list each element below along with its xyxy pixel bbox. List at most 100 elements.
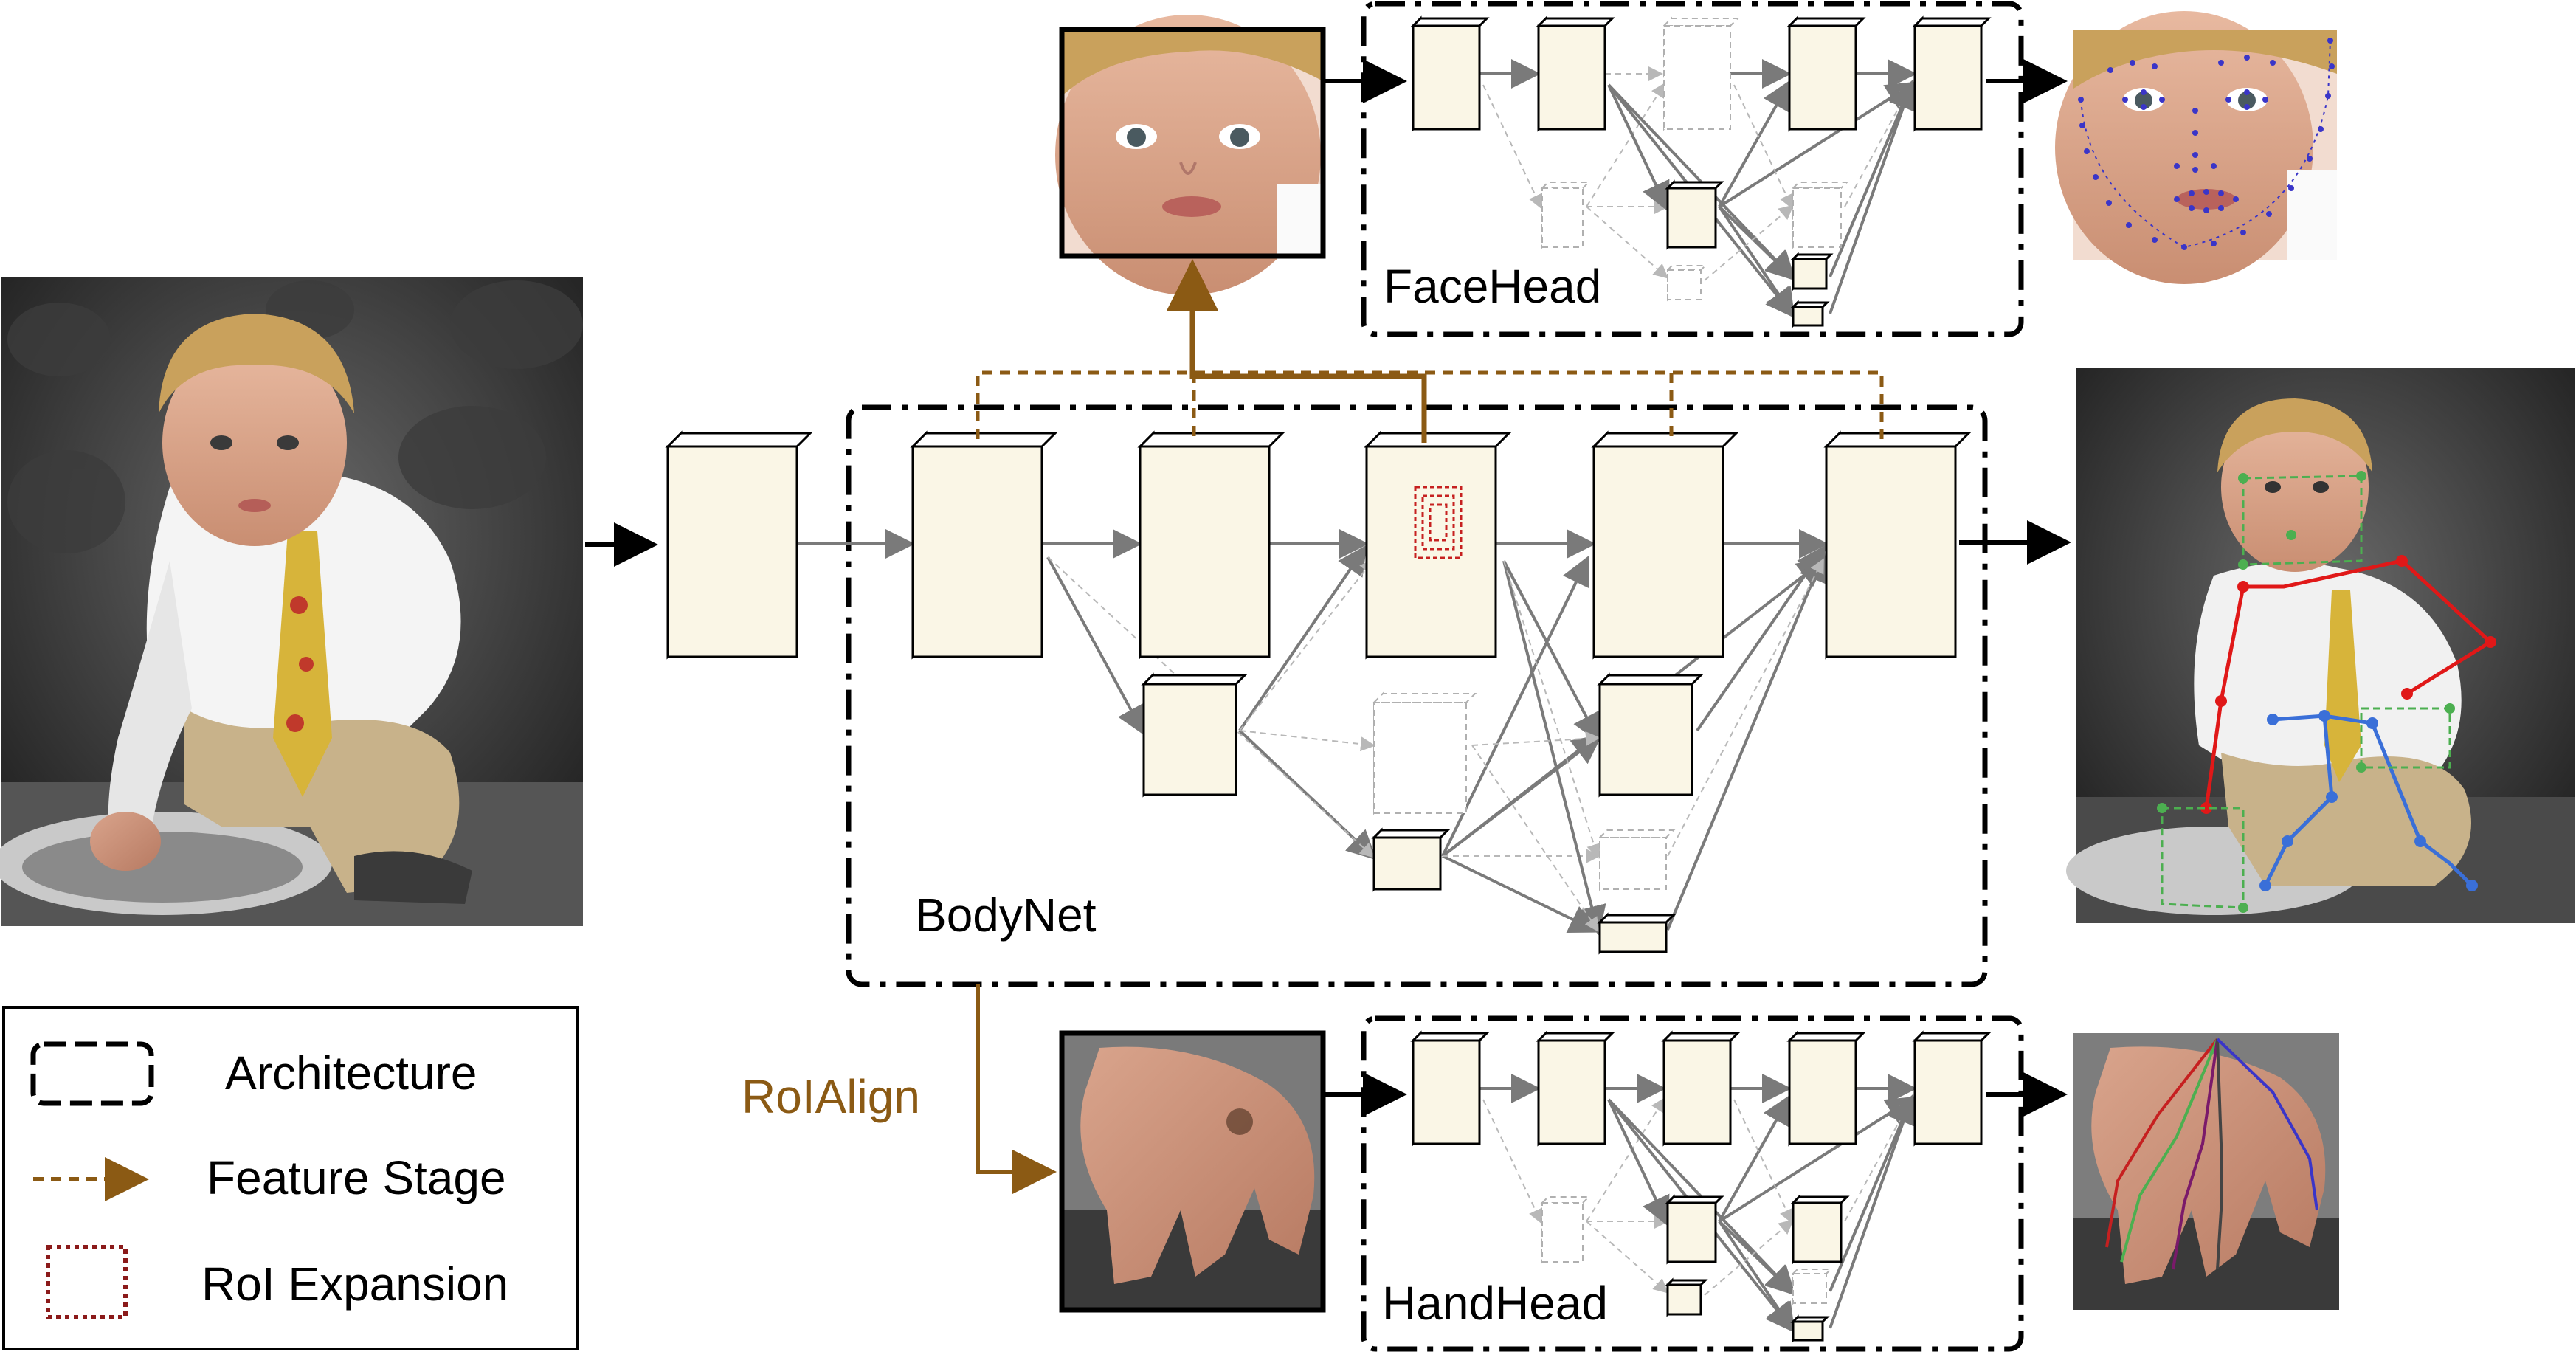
bodynet-mid-block-3 xyxy=(1597,672,1704,798)
feature-to-face-arrow xyxy=(1167,259,1427,443)
legend-roi-expansion-label: RoI Expansion xyxy=(201,1257,508,1311)
bodynet-main-block-2 xyxy=(1137,430,1285,660)
facehead-small-block-1 xyxy=(1665,263,1707,302)
handhead-small-block-3 xyxy=(1790,1314,1830,1343)
bodynet-mid-block-1 xyxy=(1141,672,1248,798)
connection-line xyxy=(1704,1219,1795,1296)
facehead-small-block-3 xyxy=(1790,300,1830,328)
connection-line xyxy=(1667,558,1824,857)
bodynet-main-block-3 xyxy=(1364,430,1512,660)
connection-line xyxy=(1441,734,1603,858)
body-skeleton xyxy=(2157,471,2496,913)
connection-line xyxy=(1829,1094,1918,1329)
facehead-main-block-4 xyxy=(1786,15,1866,132)
connection-line xyxy=(1586,1221,1669,1294)
feature-stage-connectors xyxy=(976,370,1884,439)
connection-line xyxy=(1502,560,1606,936)
connection-line xyxy=(1586,1097,1666,1222)
facehead-mid-block-2 xyxy=(1665,179,1724,250)
connection-line xyxy=(1607,83,1796,281)
handhead-mid-block-1 xyxy=(1540,1195,1591,1264)
connection-line xyxy=(1482,84,1543,210)
handhead-main-block-5 xyxy=(1912,1030,1992,1147)
handhead-mid-block-2 xyxy=(1665,1194,1724,1265)
connection-line xyxy=(1733,1099,1794,1224)
handhead-small-block-2 xyxy=(1791,1267,1833,1305)
handhead-main-block-2 xyxy=(1536,1030,1615,1147)
handhead-main-block-4 xyxy=(1786,1030,1866,1147)
connections xyxy=(797,59,1918,1333)
flow-arrows xyxy=(585,59,2071,1117)
connection-line xyxy=(1829,1094,1916,1292)
input-photo-child xyxy=(0,277,583,926)
stem-block xyxy=(665,430,813,660)
facehead-main-block-2 xyxy=(1536,15,1615,132)
facehead-mid-block-3 xyxy=(1791,180,1849,249)
body-output xyxy=(2066,368,2575,923)
connection-line xyxy=(1718,1096,1916,1223)
connection-line xyxy=(1718,1094,1791,1222)
facehead-mid-block-1 xyxy=(1540,180,1591,249)
connection-line xyxy=(1238,729,1377,860)
bodynet-label: BodyNet xyxy=(915,888,1097,942)
facehead-main-block-5 xyxy=(1912,15,1992,132)
bodynet-mid-block-2 xyxy=(1372,691,1477,815)
handhead-boundary xyxy=(1361,1015,2024,1352)
bodynet-small-block-3 xyxy=(1597,912,1677,955)
connection-line xyxy=(1704,204,1795,281)
connection-line xyxy=(1718,205,1796,281)
connection-line xyxy=(1718,81,1916,208)
connection-line xyxy=(1482,1099,1543,1224)
facehead-boundary xyxy=(1361,1,2024,337)
bodynet-main-block-4 xyxy=(1591,430,1739,660)
connection-line xyxy=(1718,205,1795,319)
roialign-label: RoIAlign xyxy=(742,1070,920,1123)
legend-architecture-label: Architecture xyxy=(225,1046,477,1100)
connection-line xyxy=(1238,545,1367,732)
connection-line xyxy=(1239,730,1375,752)
legend-roi-expansion-swatch xyxy=(46,1245,128,1319)
connection-line xyxy=(1607,1098,1796,1296)
handhead-mid-block-3 xyxy=(1790,1194,1850,1265)
handhead-label: HandHead xyxy=(1382,1277,1608,1330)
bodynet-small-block-1 xyxy=(1371,827,1451,892)
connection-line xyxy=(1829,79,1916,277)
roialign-arrow xyxy=(976,984,1057,1194)
bodynet-main-block-1 xyxy=(910,430,1058,660)
connection-line xyxy=(1046,556,1145,736)
legend-architecture-swatch xyxy=(30,1041,154,1106)
connection-line xyxy=(1502,560,1600,744)
hand-crop xyxy=(1059,1030,1326,1313)
facehead-main-block-1 xyxy=(1410,15,1490,132)
connection-line xyxy=(1239,558,1375,731)
face-output xyxy=(2055,11,2337,284)
feature-blocks xyxy=(665,15,1992,1343)
connection-line xyxy=(1733,84,1794,210)
bodynet-boundary xyxy=(846,404,1988,987)
facehead-main-block-3 xyxy=(1662,16,1740,131)
hand-keypoints xyxy=(2105,1038,2318,1270)
connection-line xyxy=(1586,82,1666,207)
connection-line xyxy=(1718,1220,1795,1333)
legend: Architecture Feature Stage RoI Expansion xyxy=(2,1006,579,1350)
handhead-small-block-1 xyxy=(1665,1277,1708,1317)
connection-line xyxy=(1718,80,1791,207)
legend-feature-stage-label: Feature Stage xyxy=(207,1151,506,1204)
connection-line xyxy=(1607,1099,1670,1227)
connection-line xyxy=(1471,731,1600,746)
face-landmarks xyxy=(2078,38,2335,250)
connection-line xyxy=(1718,1220,1796,1296)
connection-line xyxy=(1666,551,1828,931)
roi-expansion-marker xyxy=(1414,486,1463,559)
connection-line xyxy=(1607,84,1670,213)
bodynet-small-block-2 xyxy=(1598,828,1676,891)
hand-output xyxy=(2073,1033,2339,1310)
facehead-label: FaceHead xyxy=(1384,260,1601,313)
connection-line xyxy=(1586,206,1669,279)
connection-line xyxy=(1829,79,1918,314)
facehead-small-block-2 xyxy=(1790,252,1834,291)
handhead-main-block-1 xyxy=(1410,1030,1490,1147)
connection-line xyxy=(1442,855,1600,933)
face-crop xyxy=(1055,15,1326,295)
